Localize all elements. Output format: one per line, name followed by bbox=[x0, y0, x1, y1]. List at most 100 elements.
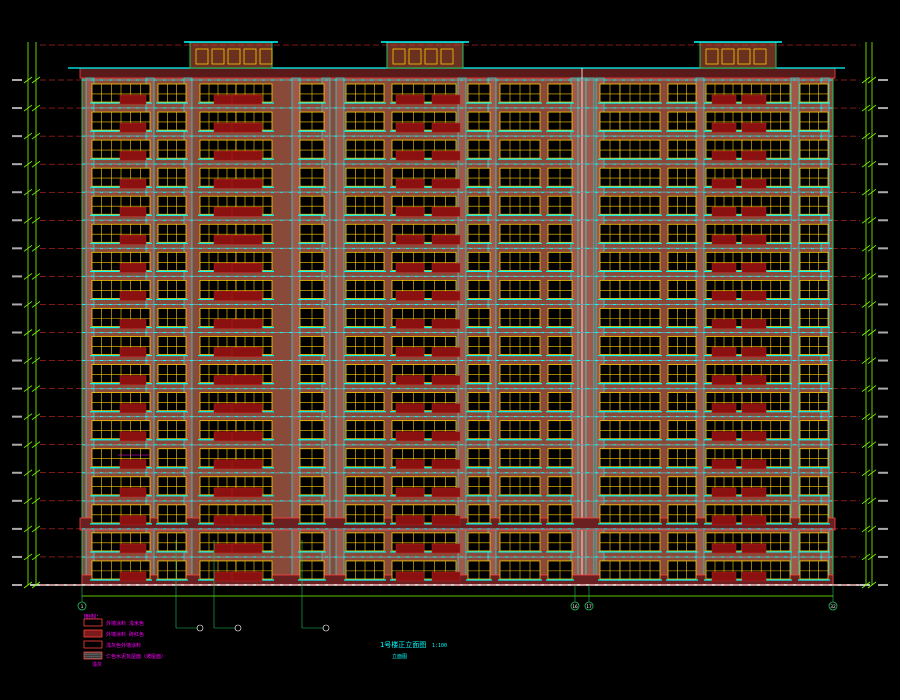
balcony-panel bbox=[741, 571, 767, 582]
pavilion-window bbox=[424, 48, 438, 65]
balcony-panel bbox=[231, 94, 263, 105]
balcony-panel bbox=[431, 431, 461, 441]
elevation-marker bbox=[878, 387, 888, 390]
elevation-marker bbox=[878, 135, 888, 138]
balcony-panel bbox=[395, 178, 425, 189]
window bbox=[667, 420, 697, 440]
dimension-tick bbox=[867, 329, 877, 336]
window bbox=[799, 195, 829, 215]
balcony-panel bbox=[119, 291, 147, 301]
axis-bubble bbox=[570, 601, 580, 611]
balcony-panel bbox=[231, 347, 263, 357]
balcony-panel bbox=[741, 543, 767, 554]
elevation-marker bbox=[12, 191, 22, 194]
dimension-tick bbox=[861, 188, 871, 196]
dimension-tick bbox=[23, 413, 33, 420]
detail-callout bbox=[322, 624, 330, 632]
balcony-panel bbox=[431, 122, 461, 133]
window bbox=[667, 560, 697, 580]
balcony-panel bbox=[741, 291, 767, 301]
dimension-tick bbox=[867, 357, 877, 364]
balcony-panel bbox=[231, 122, 263, 133]
balcony-panel bbox=[395, 235, 425, 245]
window bbox=[799, 532, 829, 552]
dimension-tick bbox=[31, 329, 41, 336]
pavilion-window bbox=[737, 48, 751, 65]
window bbox=[667, 195, 697, 215]
dimension-tick bbox=[31, 301, 41, 308]
balcony-panel bbox=[119, 375, 147, 385]
legend-extra-note: 浅灰 bbox=[92, 661, 102, 668]
window bbox=[157, 139, 187, 159]
balcony-panel bbox=[431, 150, 461, 161]
balcony-panel bbox=[395, 571, 425, 582]
balcony-panel bbox=[231, 459, 263, 470]
elevation-marker bbox=[12, 359, 22, 362]
balcony-panel bbox=[431, 94, 461, 105]
balcony-panel bbox=[119, 319, 147, 329]
balcony-panel bbox=[431, 571, 461, 582]
elevation-marker bbox=[12, 163, 22, 166]
window bbox=[667, 167, 697, 187]
pavilion-window bbox=[392, 48, 406, 65]
window bbox=[667, 223, 697, 243]
window bbox=[799, 308, 829, 327]
balcony-panel bbox=[711, 94, 737, 105]
elevation-marker bbox=[12, 527, 22, 530]
elevation-marker bbox=[878, 584, 888, 586]
dimension-tick bbox=[861, 329, 871, 336]
balcony-panel bbox=[741, 431, 767, 441]
dimension-tick bbox=[31, 160, 41, 168]
balcony-panel bbox=[119, 122, 147, 133]
dimension-tick bbox=[867, 553, 877, 561]
balcony-panel bbox=[431, 459, 461, 470]
elevation-marker bbox=[12, 79, 22, 81]
balcony-panel bbox=[741, 487, 767, 498]
balcony-panel bbox=[395, 319, 425, 329]
roof-cornice bbox=[79, 67, 836, 79]
dimension-tick bbox=[861, 273, 871, 280]
dimension-tick bbox=[31, 76, 41, 84]
axis-bubble-label: 32 bbox=[830, 604, 836, 610]
dimension-tick bbox=[31, 553, 41, 561]
balcony-panel bbox=[119, 543, 147, 554]
dimension-tick bbox=[861, 441, 871, 449]
window bbox=[157, 111, 187, 131]
legend-item-label: 外墙涂料 浅米色 bbox=[106, 620, 144, 627]
balcony-panel bbox=[431, 515, 461, 526]
dimension-tick bbox=[31, 441, 41, 449]
balcony-panel bbox=[119, 235, 147, 245]
window bbox=[157, 448, 187, 468]
legend-swatch bbox=[83, 651, 103, 660]
elevation-marker bbox=[878, 331, 888, 334]
dimension-tick bbox=[867, 273, 877, 280]
dimension-lines bbox=[12, 42, 888, 632]
balcony-panel bbox=[711, 263, 737, 273]
dimension-tick bbox=[867, 104, 877, 112]
balcony-panel bbox=[741, 319, 767, 329]
window bbox=[157, 504, 187, 524]
balcony-panel bbox=[431, 235, 461, 245]
window bbox=[157, 476, 187, 496]
elevation-marker bbox=[878, 359, 888, 362]
elevation-marker bbox=[12, 219, 22, 222]
elevation-marker bbox=[12, 387, 22, 390]
balcony-panel bbox=[711, 207, 737, 217]
detail-callout bbox=[234, 624, 242, 632]
balcony-panel bbox=[741, 94, 767, 105]
dimension-tick bbox=[867, 188, 877, 196]
balcony-panel bbox=[711, 235, 737, 245]
window bbox=[157, 532, 187, 552]
balcony-panel bbox=[231, 291, 263, 301]
elevation-marker bbox=[12, 303, 22, 306]
balcony-panel bbox=[431, 487, 461, 498]
balcony-panel bbox=[119, 515, 147, 526]
dimension-tick bbox=[31, 216, 41, 224]
dimension-tick bbox=[23, 160, 33, 168]
elevation-marker bbox=[878, 415, 888, 418]
dimension-tick bbox=[867, 76, 877, 84]
dimension-tick bbox=[861, 357, 871, 364]
balcony-panel bbox=[231, 178, 263, 189]
legend-item-label: 外墙涂料 砖红色 bbox=[106, 631, 144, 638]
drawing-title: 1号楼正立面图 bbox=[380, 640, 426, 649]
